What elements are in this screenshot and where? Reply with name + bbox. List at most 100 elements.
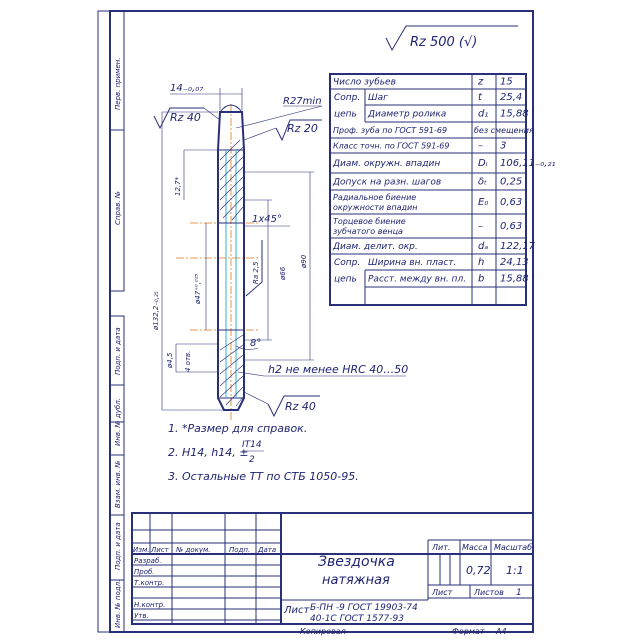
tb-standard-1: Б-ПН -9 ГОСТ 19903-74	[310, 603, 418, 613]
tb-copied: Копировал	[300, 627, 346, 636]
side-label-inv-podl: Инв. № подл.	[114, 580, 122, 628]
note-2-numerator: IT14	[242, 440, 262, 450]
side-label-perv: Перв. примен.	[114, 57, 122, 110]
param-group-label: Сопр.	[334, 258, 360, 268]
param-name: Число зубьев	[333, 78, 396, 88]
param-value: 3	[500, 141, 506, 152]
tb-sheet-label: Лист	[283, 605, 311, 616]
tb-row-prob: Проб.	[134, 568, 155, 576]
dim-rz40-bottom: Rz 40	[285, 400, 316, 413]
title-block	[131, 512, 534, 625]
param-value: 122,17	[500, 241, 536, 252]
dim-rz20: Rz 20	[287, 122, 318, 135]
note-1: 1. *Размер для справок.	[168, 422, 307, 435]
note-2: 2. H14, h14, ±	[168, 446, 248, 459]
param-group-label: Сопр.	[334, 93, 360, 103]
tb-col-izm: Изм.	[133, 546, 149, 554]
dim-holes4: 4 отв.	[184, 351, 192, 372]
dim-d47: ø47⁺⁰,⁰²⁵	[194, 273, 202, 305]
param-name: Диаметр ролика	[367, 110, 446, 120]
param-value: 0,63	[500, 197, 522, 208]
dim-width-top: 14₋₀,₀₇	[170, 83, 203, 94]
tb-standard-2: 40-1С ГОСТ 1577-93	[310, 614, 404, 624]
dim-chamfer: 1x45°	[252, 214, 282, 225]
tb-scale: Масштаб	[494, 543, 532, 552]
tb-col-date: Дата	[257, 546, 276, 554]
tb-col-list: Лист	[150, 546, 170, 554]
param-symbol: Dᵢ	[478, 158, 488, 169]
tb-sheets: Листов	[473, 588, 504, 597]
param-name: Расст. между вн. пл.	[368, 275, 466, 285]
param-value: 0,63	[500, 221, 522, 232]
tb-sheet: Лист	[431, 588, 453, 597]
param-group-label: цепь	[334, 110, 357, 120]
roughness-main: Rz 500 (√)	[410, 35, 477, 50]
side-label-sprav: Справ. №	[114, 191, 122, 225]
param-value: 0,25	[500, 177, 522, 188]
side-strip-lower	[109, 315, 125, 633]
side-label-podp1: Подп. и дата	[114, 327, 122, 375]
side-label-inv-dubl: Инв. № дубл.	[114, 398, 122, 446]
param-symbol: –	[478, 221, 483, 232]
side-label-vzam: Взам. инв. №	[114, 460, 122, 508]
param-name: Диам. окружн. впадин	[332, 159, 440, 169]
param-value: без смещения	[474, 126, 534, 135]
param-value: 24,13	[500, 257, 529, 268]
param-value: 25,4	[500, 92, 522, 103]
side-label-podp2: Подп. и дата	[114, 522, 122, 570]
dim-ra25: Ra 2,5	[252, 261, 260, 284]
roughness-sign	[385, 25, 518, 52]
param-symbol: δₜ	[478, 177, 487, 188]
tb-sheets-val: 1	[516, 588, 522, 598]
param-symbol: dₐ	[478, 241, 488, 252]
dim-angle8: 8°	[250, 338, 261, 349]
tb-col-podp: Подп.	[229, 546, 250, 554]
param-name: Класс точн. по ГОСТ 591-69	[333, 142, 449, 151]
param-symbol: t	[478, 92, 483, 103]
tb-part-name-2: натяжная	[322, 573, 390, 588]
part-section	[176, 104, 260, 420]
tb-col-doc: № докум.	[175, 546, 211, 554]
param-name: Проф. зуба по ГОСТ 591-69	[333, 126, 447, 135]
param-symbol: –	[478, 141, 483, 152]
param-symbol: d₁	[478, 109, 488, 120]
note-2-denominator: 2	[249, 455, 255, 465]
param-name: Ширина вн. пласт.	[368, 258, 456, 268]
dim-d66: ø66	[279, 266, 287, 281]
tb-part-name-1: Звездочка	[318, 554, 395, 570]
param-symbol: b	[478, 274, 484, 285]
param-value: 15	[500, 77, 513, 88]
dim-hardness: h2 не менее HRC 40…50	[268, 363, 408, 376]
param-name: Шаг	[368, 93, 388, 103]
tb-format: Формат	[452, 627, 485, 636]
param-value: 15,88	[500, 274, 529, 285]
tb-lit: Лит.	[431, 543, 450, 552]
tb-mass-val: 0,72	[466, 564, 491, 577]
param-value: 106,11₋₀,₂₁	[500, 158, 555, 169]
dim-d45: ø4,5	[166, 352, 174, 369]
tb-scale-val: 1:1	[506, 564, 524, 577]
param-group-label: цепь	[334, 275, 357, 285]
param-name: Допуск на разн. шагов	[332, 178, 441, 188]
dim-d90: ø90	[300, 254, 308, 269]
param-symbol: h	[478, 257, 484, 268]
param-symbol: E₀	[478, 197, 488, 208]
side-strip	[97, 10, 111, 633]
tb-mass: Масса	[462, 543, 488, 552]
dim-rz40-top: Rz 40	[170, 111, 201, 124]
tb-format-val: А4	[495, 627, 507, 636]
dim-r27: R27min	[283, 96, 322, 107]
side-strip-upper	[109, 10, 125, 292]
dim-d127: 12,7*	[174, 176, 182, 196]
tb-row-nkontr: Н.контр.	[134, 601, 165, 609]
note-3: 3. Остальные ТТ по СТБ 1050-95.	[168, 470, 359, 483]
param-name: Диам. делит. окр.	[332, 242, 418, 252]
tb-row-tkontr: Т.контр.	[134, 579, 164, 587]
tb-row-utv: Утв.	[134, 612, 149, 620]
param-symbol: z	[477, 77, 484, 88]
param-value: 15,88	[500, 109, 529, 120]
dim-d1322: ø132,2₋₀,₂₅	[152, 291, 160, 331]
